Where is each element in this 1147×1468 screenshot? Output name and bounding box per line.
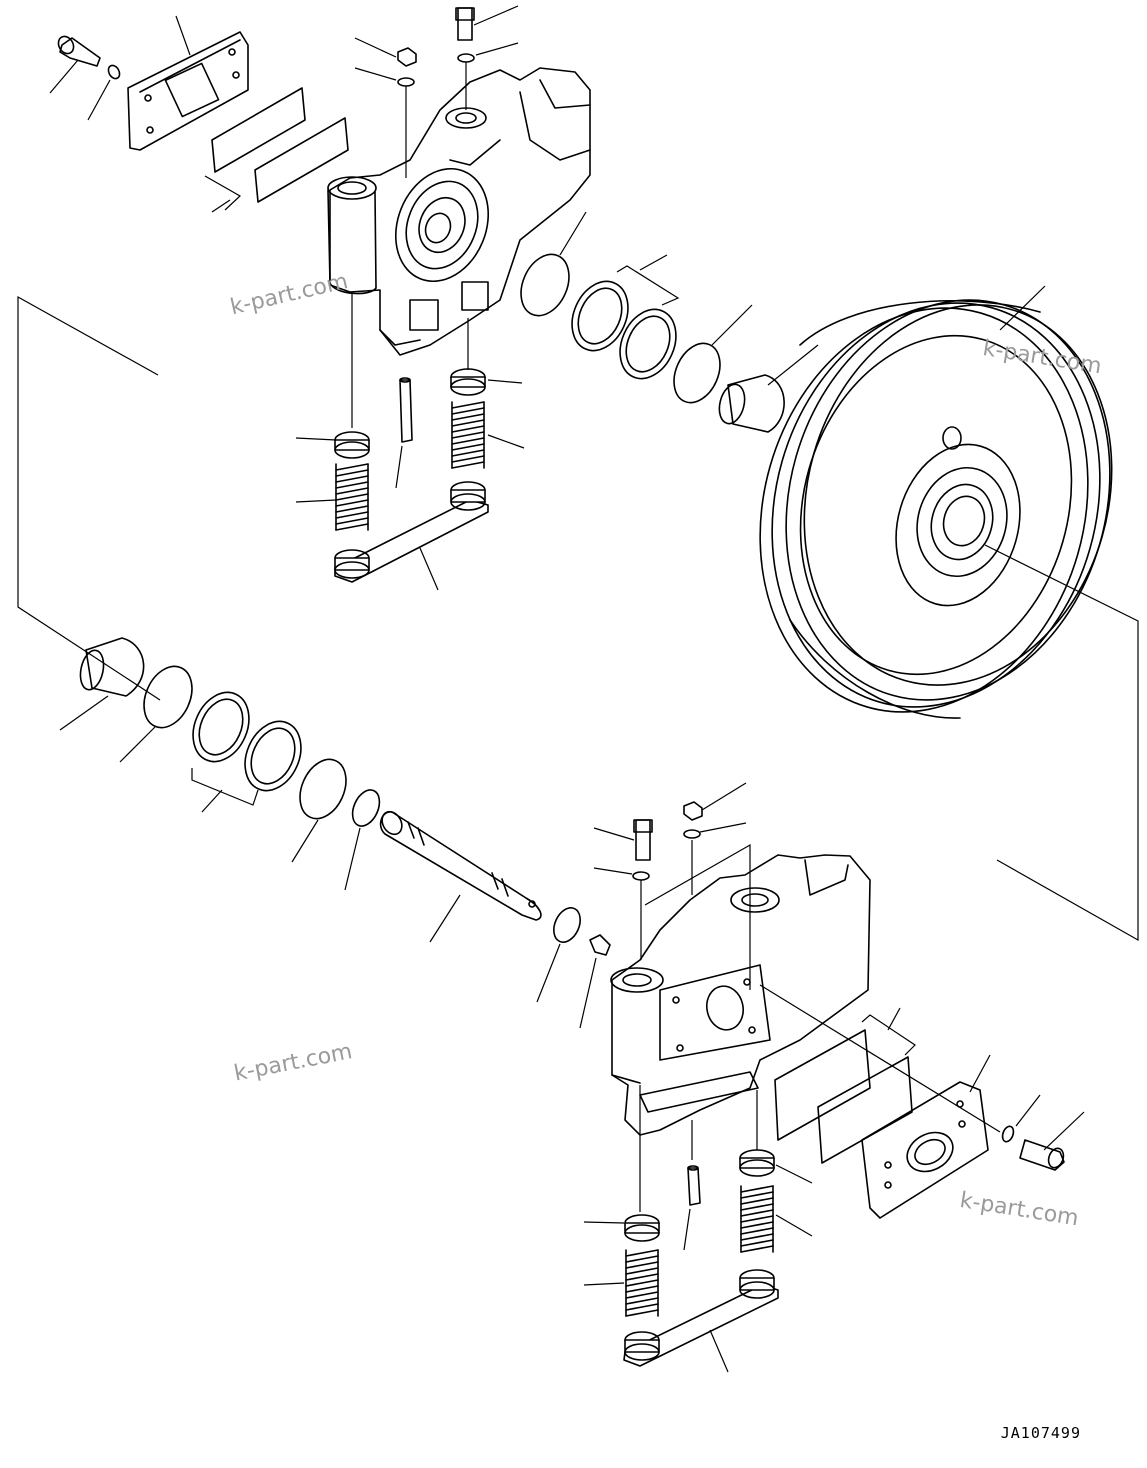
lower-guide-plate xyxy=(861,1054,991,1219)
upper-seal-group xyxy=(520,211,819,433)
upper-plate xyxy=(334,481,489,591)
spring xyxy=(451,401,485,469)
lower-springs xyxy=(583,1085,813,1317)
spring xyxy=(740,1185,774,1253)
lower-seal-group xyxy=(59,637,581,1003)
floating-seal xyxy=(244,720,302,792)
upper-fasteners xyxy=(49,5,519,178)
o-ring-small xyxy=(553,907,581,943)
bolt xyxy=(635,819,651,861)
floating-seal xyxy=(192,691,250,763)
upper-guide-plate xyxy=(127,15,249,151)
bushing xyxy=(727,374,785,433)
o-ring xyxy=(520,253,570,317)
nut xyxy=(397,47,417,67)
lower-shims xyxy=(774,1007,916,1164)
o-ring xyxy=(673,342,721,404)
washer xyxy=(457,53,475,63)
upper-springs xyxy=(295,292,525,531)
bushing xyxy=(85,637,145,697)
assembly-frame-lines xyxy=(17,295,1139,942)
floating-seal xyxy=(619,308,677,380)
upper-shims xyxy=(204,87,349,213)
nut xyxy=(683,801,703,821)
o-ring xyxy=(143,665,193,729)
upper-yoke-bracket xyxy=(327,67,591,356)
lower-fasteners xyxy=(579,782,1085,1171)
spring xyxy=(335,463,369,531)
washer xyxy=(1001,1125,1015,1143)
o-ring xyxy=(299,758,347,820)
bolt xyxy=(59,37,101,67)
washer xyxy=(397,77,415,87)
bolt xyxy=(1019,1139,1065,1171)
plug xyxy=(589,934,611,956)
washer xyxy=(107,64,121,80)
idler-wheel xyxy=(759,285,1113,719)
washer xyxy=(683,829,701,839)
shaft xyxy=(379,810,542,943)
o-ring-small xyxy=(351,789,381,827)
drawing-code: JA107499 xyxy=(1000,1424,1081,1442)
bolt xyxy=(457,7,473,41)
washer xyxy=(632,871,650,881)
lower-yoke-bracket xyxy=(610,854,871,1136)
floating-seal xyxy=(571,280,629,352)
pin xyxy=(399,379,413,443)
lower-plate xyxy=(623,1269,779,1373)
pin xyxy=(687,1167,701,1206)
spring xyxy=(625,1249,659,1317)
